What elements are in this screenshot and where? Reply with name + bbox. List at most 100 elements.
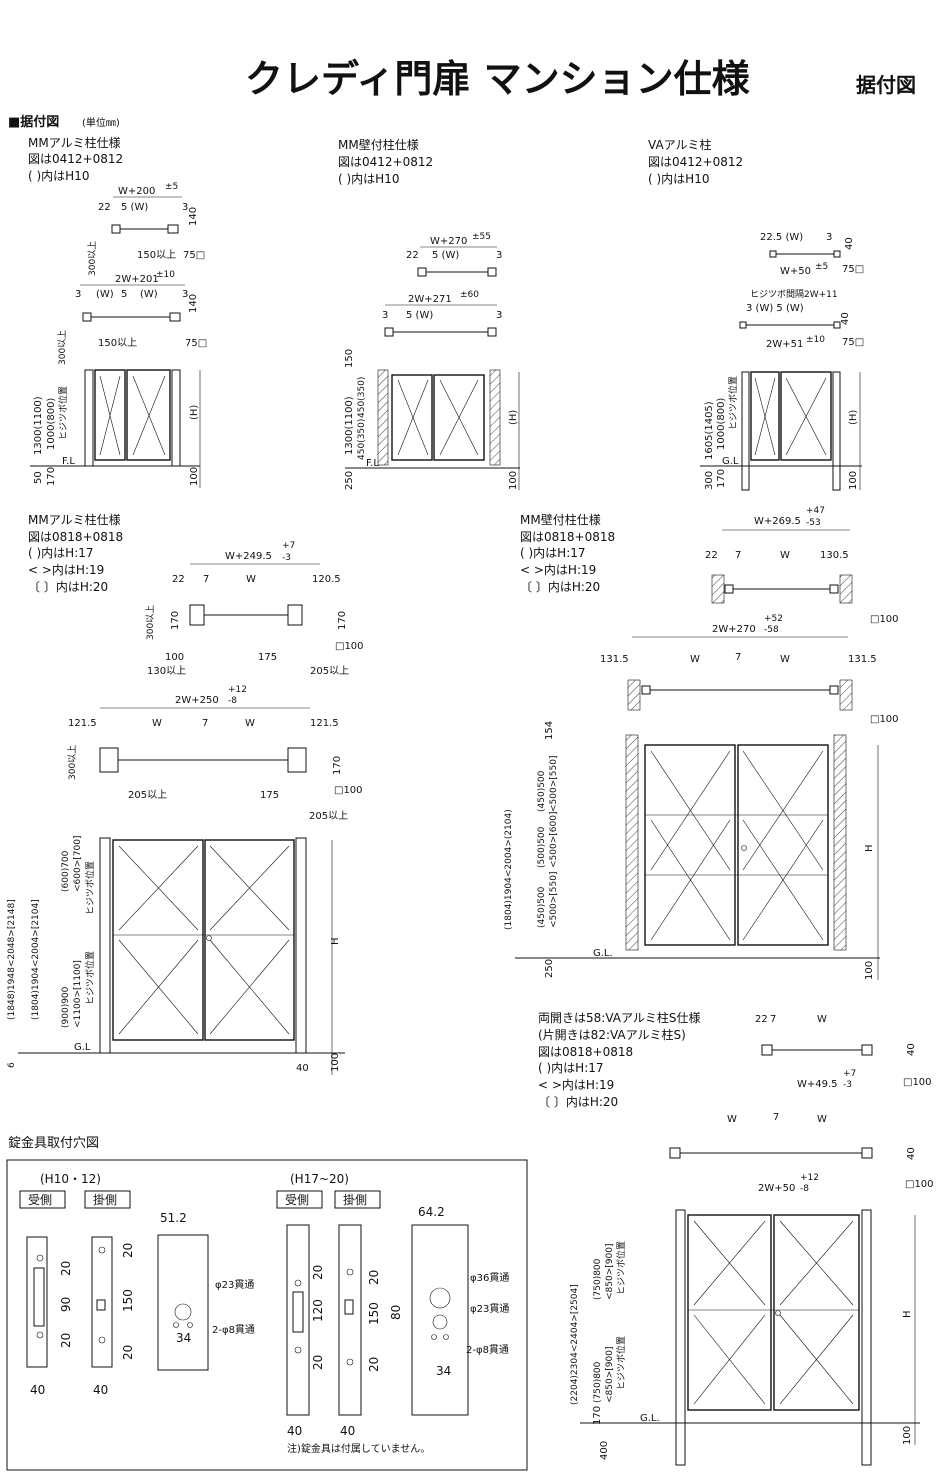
panel-note: 〔 〕内はH:20 bbox=[520, 580, 600, 594]
hinge-label: ヒジツボ位置 bbox=[727, 376, 739, 430]
lock-hole-section: 錠金具取付穴図 (H10・12) 受側 掛側 20 90 20 40 20 15… bbox=[6, 1135, 528, 1471]
leaf-cross-brace bbox=[742, 819, 824, 941]
post-profile bbox=[157, 1234, 209, 1371]
post-section bbox=[487, 327, 497, 337]
gate-post bbox=[741, 371, 750, 491]
dimension-label: 34 bbox=[436, 1364, 451, 1378]
footnote: 注)錠金具は付属していません。 bbox=[287, 1442, 430, 1455]
dimension-label: 2W+250 bbox=[175, 695, 219, 706]
leaf-cross-brace bbox=[650, 819, 731, 941]
leaf-cross-brace bbox=[132, 375, 166, 456]
panel-note: (片開きは82:VAアルミ柱S) bbox=[538, 1027, 686, 1042]
screw-hole bbox=[98, 1246, 106, 1254]
lock-cutout bbox=[292, 1291, 304, 1333]
leaf-cross-brace bbox=[693, 1220, 766, 1306]
dimension-label: 1000(800) bbox=[716, 398, 727, 450]
dimension-label: □100 bbox=[335, 641, 364, 652]
dimension-label: (1804)1904<2004>(2104) bbox=[504, 809, 514, 930]
dimension-label: <500>[550] bbox=[549, 756, 559, 812]
gate-post bbox=[99, 837, 111, 1054]
panel-title: MM壁付柱仕様 bbox=[338, 137, 419, 152]
tolerance-label: ±5 bbox=[165, 182, 178, 192]
gate-leaf bbox=[773, 1214, 860, 1411]
wall-hatch bbox=[489, 369, 501, 466]
dimension-label: 22 bbox=[755, 1014, 768, 1025]
page-title: クレディ門扉 マンション仕様 bbox=[245, 57, 751, 101]
tolerance-label: +12 bbox=[800, 1173, 819, 1183]
dimension-label: W bbox=[817, 1014, 827, 1025]
dimension-label: 100 bbox=[902, 1426, 913, 1445]
leaf-cross-brace bbox=[209, 845, 290, 931]
dimension-label: 64.2 bbox=[418, 1205, 445, 1219]
dimension-label: 300以上 bbox=[67, 745, 78, 780]
panel-note: 図は0818+0818 bbox=[520, 530, 615, 544]
lock-cutout bbox=[33, 1267, 45, 1327]
page-subtitle: 据付図 bbox=[856, 73, 916, 97]
dimension-label: W bbox=[817, 1114, 827, 1125]
level-label: F.L bbox=[366, 458, 379, 469]
through-hole bbox=[431, 1334, 437, 1340]
post-section bbox=[761, 1044, 773, 1056]
gate-handle bbox=[775, 1310, 781, 1316]
post-section bbox=[833, 321, 841, 329]
dimension-label: 34 bbox=[176, 1331, 191, 1345]
hinge-label: ヒジツボ位置 bbox=[615, 1336, 627, 1390]
leaf-cross-brace bbox=[118, 939, 199, 1035]
panel-note: ( )内はH10 bbox=[28, 169, 89, 183]
post-section bbox=[487, 267, 497, 277]
panel-note: 図は0818+0818 bbox=[538, 1045, 633, 1059]
panel-note: < >内はH:19 bbox=[28, 563, 104, 577]
dimension-label: 205以上 bbox=[309, 810, 348, 822]
dimension-label: 51.2 bbox=[160, 1211, 187, 1225]
dimension-label: ヒジツボ間隔2W+11 bbox=[750, 289, 838, 300]
leaf-cross-brace bbox=[779, 1314, 854, 1405]
post-section bbox=[82, 312, 92, 322]
dimension-label: (2204)2304<2404>[2504] bbox=[570, 1284, 580, 1405]
tolerance-label: ±60 bbox=[460, 290, 479, 300]
panel-note: < >内はH:19 bbox=[538, 1078, 614, 1092]
dimension-label: 250 bbox=[544, 959, 555, 978]
leaf-cross-brace bbox=[209, 939, 290, 1035]
panel-note: 図は0412+0812 bbox=[648, 155, 743, 169]
dimension-label: 2W+51 bbox=[766, 339, 803, 350]
dimension-label: 40 bbox=[93, 1383, 108, 1397]
dimension-label: 150 bbox=[344, 349, 355, 368]
panel-va-alu-s-0818: 両開きは58:VAアルミ柱S仕様 (片開きは82:VAアルミ柱S) 図は0818… bbox=[538, 1010, 934, 1466]
panel-va-alu-0412: VAアルミ柱 図は0412+0812 ( )内はH10 22.5 (W) 3 4… bbox=[648, 137, 864, 491]
tag-label: 受側 bbox=[285, 1193, 309, 1207]
dimension-label: 5 (W) bbox=[432, 250, 459, 261]
dimension-label: 20 bbox=[311, 1265, 325, 1280]
post-section bbox=[287, 604, 303, 626]
panel-title: MMアルミ柱仕様 bbox=[28, 135, 121, 150]
dimension-label: 140 bbox=[188, 294, 199, 313]
hole-label: φ23貫通 bbox=[470, 1303, 509, 1315]
dimension-label: 40 bbox=[906, 1043, 917, 1056]
dimension-label: □100 bbox=[870, 614, 899, 625]
dimension-label: W bbox=[246, 574, 256, 585]
dimension-label: 450(350) bbox=[357, 377, 367, 418]
post-section bbox=[167, 224, 179, 234]
dimension-label: 250 bbox=[344, 471, 355, 490]
leaf-cross-brace bbox=[785, 377, 827, 456]
gate-leaf bbox=[112, 839, 204, 1041]
dimension-label: W+50 bbox=[780, 266, 811, 277]
dimension-label: 300 bbox=[704, 471, 715, 490]
panel-note: ( )内はH:17 bbox=[520, 546, 586, 560]
wall-hatch bbox=[625, 734, 639, 951]
strike-cutout bbox=[344, 1299, 354, 1315]
tolerance-label: -8 bbox=[228, 696, 237, 706]
dimension-label: 2W+201 bbox=[115, 274, 159, 285]
leaf-cross-brace bbox=[779, 1220, 854, 1306]
dimension-label: 7 bbox=[773, 1112, 779, 1123]
dimension-label: 50 bbox=[33, 471, 44, 484]
dimension-label: 5 bbox=[121, 289, 127, 300]
dimension-label: 7 bbox=[202, 718, 208, 729]
dimension-label: 1000(800) bbox=[46, 398, 57, 450]
post-section bbox=[287, 747, 307, 773]
dimension-label: (W) bbox=[96, 289, 114, 300]
leaf-cross-brace bbox=[118, 845, 199, 931]
dimension-label: H bbox=[864, 844, 875, 852]
dimension-label: 40 bbox=[340, 1424, 355, 1438]
tolerance-label: ±10 bbox=[806, 335, 825, 345]
lock-section-box bbox=[6, 1159, 528, 1471]
